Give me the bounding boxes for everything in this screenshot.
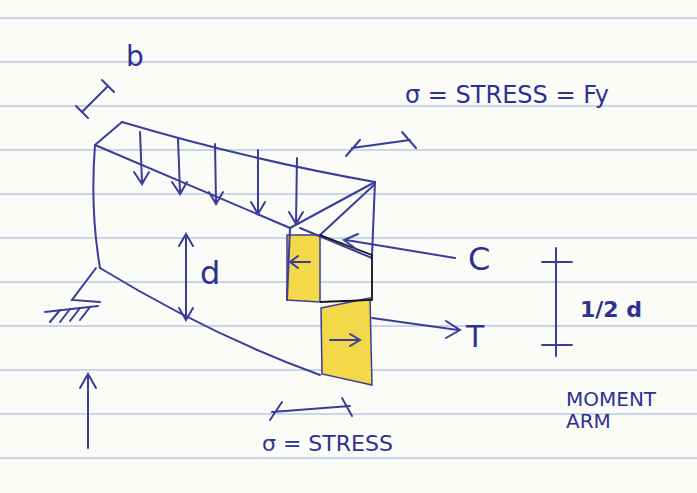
stress-note: σ = STRESS = Fy (405, 82, 609, 108)
depth-dimension (179, 234, 193, 320)
section-outline (320, 235, 372, 302)
moment-arm-label: MOMENT ARM (566, 388, 678, 432)
beam-outline (76, 80, 416, 375)
force-arrows (290, 234, 460, 346)
stress-label: σ = STRESS (262, 432, 393, 456)
stress-width-dimension (270, 398, 352, 420)
tension-label: T (466, 320, 484, 353)
compression-label: C (468, 242, 490, 277)
support (45, 268, 100, 448)
moment-arm-value: 1/2 d (580, 298, 642, 322)
width-label: b (126, 42, 144, 73)
notebook-lines (0, 18, 697, 458)
compression-zone (287, 235, 320, 302)
moment-arm-dimension (542, 248, 572, 356)
depth-label: d (200, 256, 220, 291)
load-arrows (134, 132, 303, 224)
tension-zone (321, 298, 372, 385)
